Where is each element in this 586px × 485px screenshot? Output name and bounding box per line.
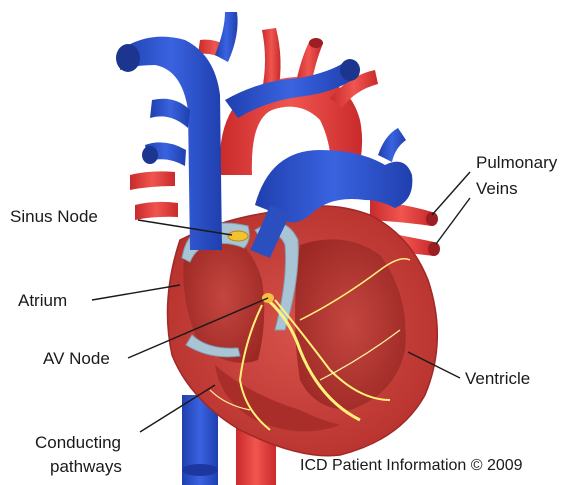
av-node-label: AV Node	[43, 349, 110, 368]
pulmonary-veins-leader-1	[432, 172, 470, 215]
conducting-label-line1: Conducting	[35, 433, 121, 452]
sinus-node	[228, 231, 248, 241]
conducting-label-line2: pathways	[50, 457, 122, 476]
sinus-node-label: Sinus Node	[10, 207, 98, 226]
pulmonary-label-line2: Veins	[476, 179, 518, 198]
ventricle-label: Ventricle	[465, 369, 530, 388]
copyright-credit: ICD Patient Information © 2009	[300, 457, 523, 474]
atrium-label: Atrium	[18, 291, 67, 310]
atrium-leader	[92, 285, 180, 300]
pulmonary-label-line1: Pulmonary	[476, 153, 558, 172]
pulmonary-veins-left	[130, 171, 178, 220]
